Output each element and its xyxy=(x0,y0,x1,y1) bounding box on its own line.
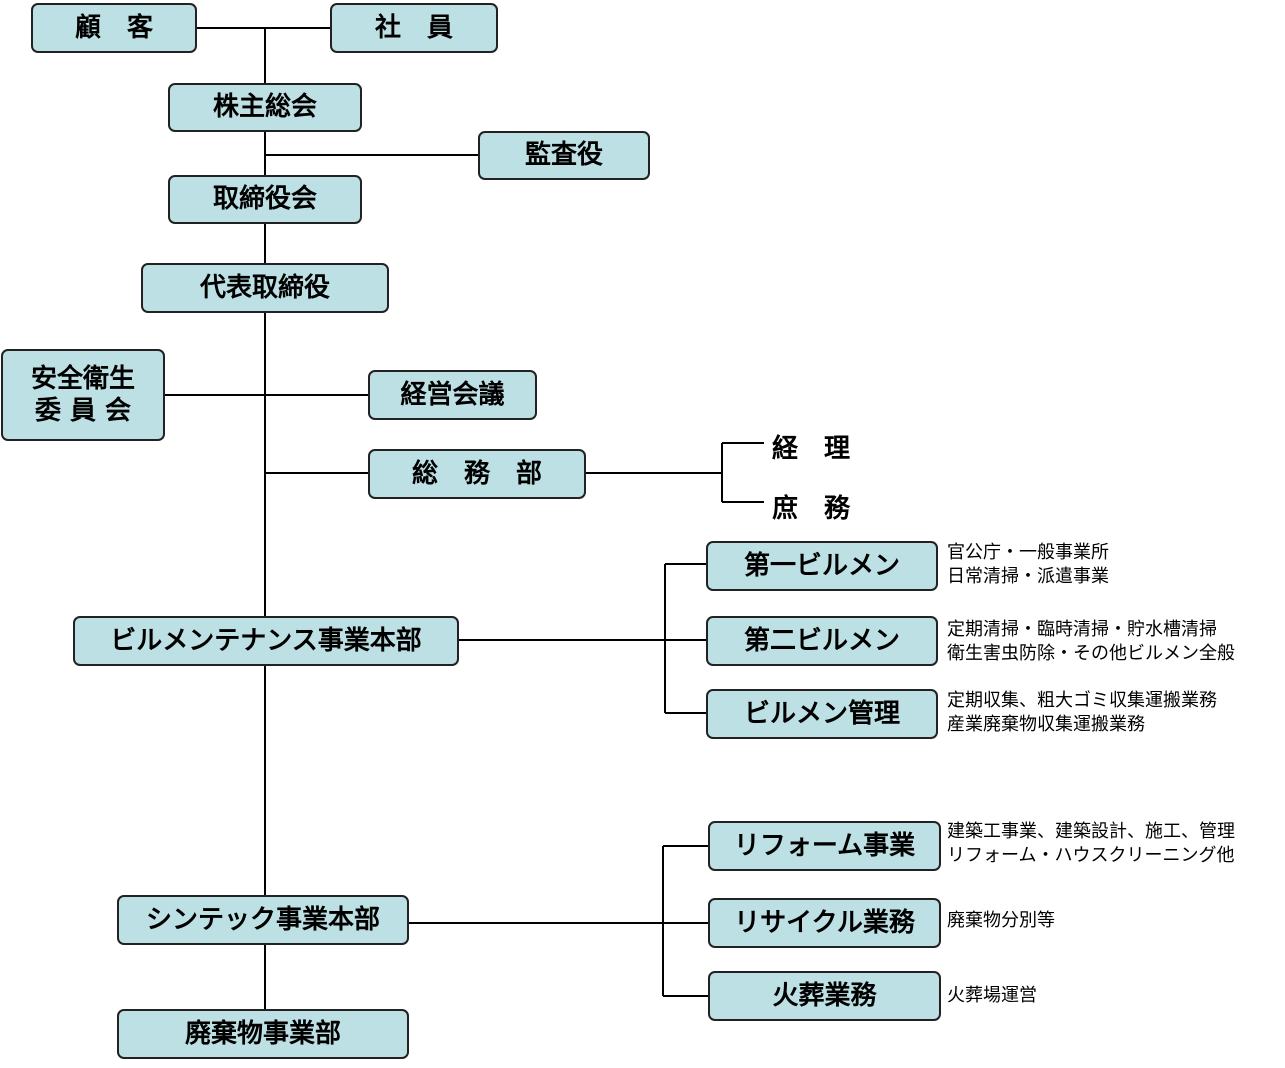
ceo-label: 代表取締役 xyxy=(199,272,330,303)
building-1-note-line-2: 日常清掃・派遣事業 xyxy=(947,566,1109,587)
building-mgmt-box: ビルメン管理 xyxy=(706,689,938,739)
shintec-hq-box: シンテック事業本部 xyxy=(117,895,409,945)
building-2-note-line-2: 衛生害虫防除・その他ビルメン全般 xyxy=(947,643,1235,664)
building-hq-box: ビルメンテナンス事業本部 xyxy=(73,616,459,666)
building-mgmt-note-line-2: 産業廃棄物収集運搬業務 xyxy=(947,714,1145,735)
reform-box: リフォーム事業 xyxy=(708,821,941,871)
waste-box: 廃棄物事業部 xyxy=(117,1009,409,1059)
building-1-note: 官公庁・一般事業所 日常清掃・派遣事業 xyxy=(947,541,1109,589)
management-meeting-label: 経営会議 xyxy=(400,379,505,410)
auditor-label: 監査役 xyxy=(524,140,603,171)
admin-label: 庶 務 xyxy=(772,494,851,524)
shareholders-label: 株主総会 xyxy=(212,92,317,123)
general-affairs-box: 総 務 部 xyxy=(368,449,586,499)
building-2-note: 定期清掃・臨時清掃・貯水槽清掃 衛生害虫防除・その他ビルメン全般 xyxy=(947,618,1235,666)
reform-label: リフォーム事業 xyxy=(733,830,916,861)
building-hq-label: ビルメンテナンス事業本部 xyxy=(110,625,422,656)
recycle-label: リサイクル業務 xyxy=(734,907,915,938)
building-1-label: 第一ビルメン xyxy=(743,550,900,581)
cremation-box: 火葬業務 xyxy=(708,971,941,1021)
board-box: 取締役会 xyxy=(168,175,362,224)
waste-label: 廃棄物事業部 xyxy=(184,1018,341,1049)
recycle-note: 廃棄物分別等 xyxy=(947,909,1055,933)
reform-note-line-2: リフォーム・ハウスクリーニング他 xyxy=(947,845,1235,866)
building-mgmt-label: ビルメン管理 xyxy=(743,698,900,729)
building-1-box: 第一ビルメン xyxy=(706,541,938,591)
recycle-note-line-1: 廃棄物分別等 xyxy=(947,910,1055,931)
shareholders-box: 株主総会 xyxy=(168,83,362,132)
cremation-label: 火葬業務 xyxy=(772,980,877,1011)
accounting-label: 経 理 xyxy=(772,434,851,464)
safety-committee-label-2: 委 員 会 xyxy=(34,396,132,426)
board-label: 取締役会 xyxy=(212,184,317,215)
employee-label: 社 員 xyxy=(374,12,453,43)
building-mgmt-note-line-1: 定期収集、粗大ゴミ収集運搬業務 xyxy=(947,690,1217,711)
customer-label: 顧 客 xyxy=(74,12,153,43)
shintec-hq-label: シンテック事業本部 xyxy=(145,904,380,935)
ceo-box: 代表取締役 xyxy=(141,263,389,313)
recycle-box: リサイクル業務 xyxy=(708,898,941,948)
customer-box: 顧 客 xyxy=(31,3,197,53)
employee-box: 社 員 xyxy=(330,3,498,53)
safety-committee-label-1: 安全衛生 xyxy=(30,363,135,394)
building-2-label: 第二ビルメン xyxy=(743,625,900,656)
cremation-note-line-1: 火葬場運営 xyxy=(947,985,1037,1006)
building-2-box: 第二ビルメン xyxy=(706,616,938,666)
reform-note-line-1: 建築工事業、建築設計、施工、管理 xyxy=(947,821,1235,842)
building-mgmt-note: 定期収集、粗大ゴミ収集運搬業務 産業廃棄物収集運搬業務 xyxy=(947,689,1217,737)
auditor-box: 監査役 xyxy=(478,131,650,180)
safety-committee-box: 安全衛生 委 員 会 xyxy=(1,349,165,441)
reform-note: 建築工事業、建築設計、施工、管理 リフォーム・ハウスクリーニング他 xyxy=(947,820,1235,868)
cremation-note: 火葬場運営 xyxy=(947,984,1037,1008)
general-affairs-label: 総 務 部 xyxy=(411,458,542,489)
building-1-note-line-1: 官公庁・一般事業所 xyxy=(947,542,1109,563)
building-2-note-line-1: 定期清掃・臨時清掃・貯水槽清掃 xyxy=(947,619,1217,640)
management-meeting-box: 経営会議 xyxy=(368,370,537,420)
